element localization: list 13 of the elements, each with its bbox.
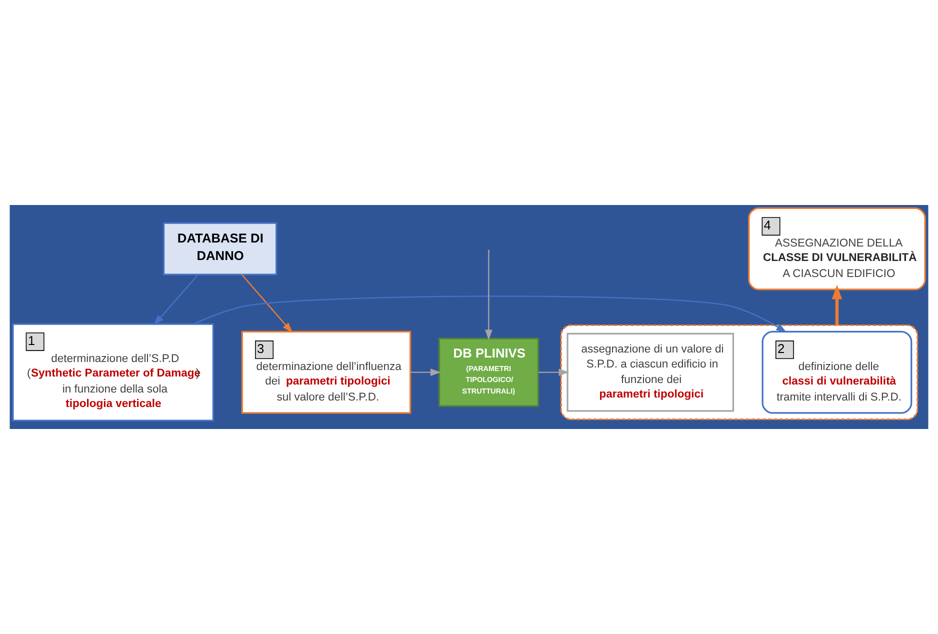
arrow [194,296,787,333]
node-box: DATABASE DI DANNO [162,222,278,276]
arrow [241,274,293,333]
arrow [832,284,842,326]
node-box: 3 determinazione dell’influenza dei parametri tipologici sul valore dell’S.P.D. [241,330,412,414]
node-box: assegnazione di un valore di S.P.D. a ciascun edificio in funzione dei parametri tipologici [566,332,734,412]
arrow [154,274,199,326]
arrow [538,368,570,376]
node-box: 4 ASSEGNAZIONE DELLA CLASSE DI VULNERABILITÀ A CIASCUN EDIFICIO [748,207,926,290]
arrow [410,368,441,376]
node-box: 2 definizione delle classi di vulnerabilità tramite intervalli di S.P.D. [762,330,912,414]
node-box: DB PLINIVS (PARAMETRI TIPOLOGICO/ STRUTTURALI) [438,338,539,407]
arrow [485,250,492,340]
